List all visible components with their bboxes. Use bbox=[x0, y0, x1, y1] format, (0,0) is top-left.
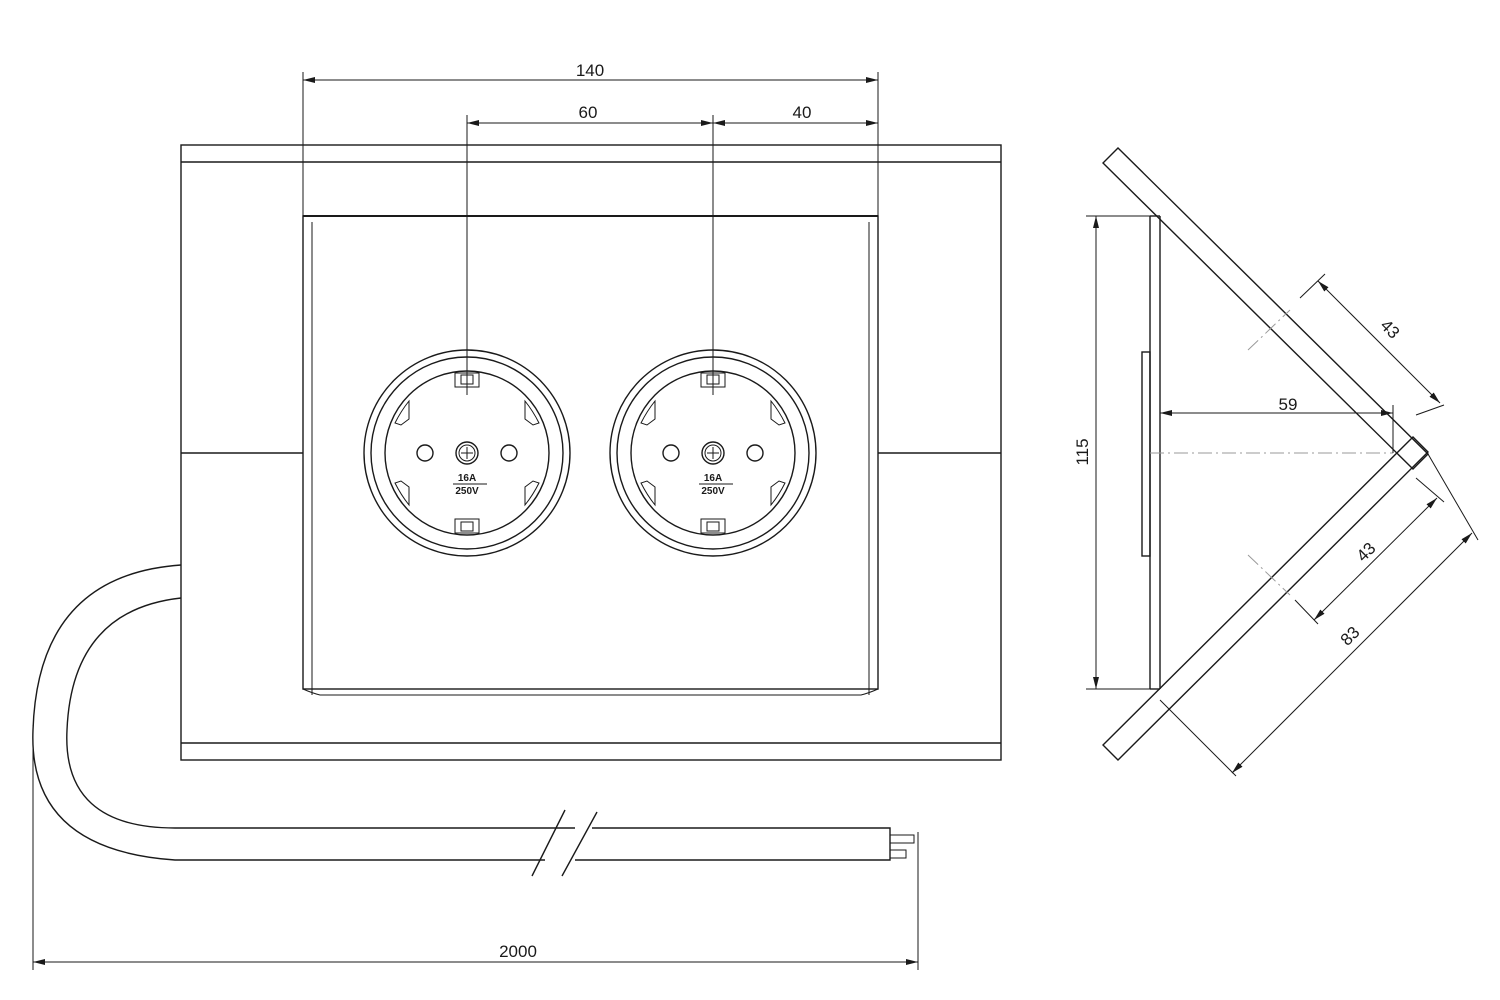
dim-40: 40 bbox=[713, 103, 878, 126]
face-plate bbox=[302, 215, 879, 690]
dim-59: 59 bbox=[1160, 395, 1394, 453]
side-upper-panel bbox=[1102, 147, 1429, 470]
side-view: 115 59 43 43 83 bbox=[1073, 147, 1479, 777]
socket-right: 16A 250V bbox=[609, 349, 817, 557]
dim-43-lower-label: 43 bbox=[1353, 539, 1380, 566]
dim-40-label: 40 bbox=[793, 103, 812, 122]
socket-right-current: 16A bbox=[704, 473, 722, 484]
dim-59-label: 59 bbox=[1279, 395, 1298, 414]
socket-left-current: 16A bbox=[458, 473, 476, 484]
socket-left-voltage: 250V bbox=[455, 486, 479, 497]
power-cable bbox=[32, 564, 915, 877]
dim-43-lower: 43 bbox=[1294, 477, 1445, 625]
side-lower-panel bbox=[1102, 436, 1429, 761]
dim-60: 60 bbox=[466, 103, 714, 395]
socket-left: 16A 250V bbox=[363, 349, 571, 557]
side-socket-profile bbox=[1141, 351, 1151, 557]
dim-115-label: 115 bbox=[1073, 438, 1092, 465]
front-view: 16A 250V 16A 250V bbox=[32, 61, 1002, 970]
dim-140: 140 bbox=[302, 61, 879, 216]
dim-43-upper-label: 43 bbox=[1376, 316, 1403, 343]
dim-43-upper: 43 bbox=[1299, 273, 1445, 416]
dim-2000-label: 2000 bbox=[499, 942, 537, 961]
dim-60-label: 60 bbox=[579, 103, 598, 122]
dim-115: 115 bbox=[1073, 215, 1150, 690]
dim-140-label: 140 bbox=[576, 61, 604, 80]
dim-2000: 2000 bbox=[32, 725, 919, 970]
socket-right-voltage: 250V bbox=[701, 486, 725, 497]
